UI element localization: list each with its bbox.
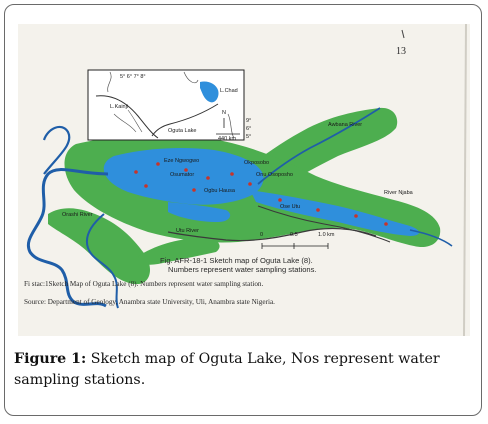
- label-onu-osoposho: Onu Osoposho: [256, 172, 293, 178]
- river-orashi: [86, 213, 119, 309]
- river-west-meander: [27, 168, 109, 308]
- scale-tick-0: 0: [260, 232, 264, 238]
- label-ose-utu: Ose Utu: [280, 204, 301, 210]
- map-caption-line-2: Numbers represent water sampling station…: [168, 265, 317, 274]
- label-eze-ngwogwo: Eze Ngwogwo: [164, 158, 200, 164]
- inset-scale-label: 440 km: [218, 136, 237, 142]
- map-scale-bar: [261, 243, 329, 249]
- inset-lake-chad: [200, 81, 219, 103]
- label-awbana-river: Awbana River: [328, 122, 363, 128]
- map-caption-line-1: Fig. AFR-18-1 Sketch map of Oguta Lake (…: [160, 256, 313, 265]
- page-number: 13: [396, 46, 406, 57]
- river-utu: [167, 227, 377, 242]
- southwest-land-area: [48, 208, 150, 285]
- inset-map-frame: [87, 69, 245, 141]
- inset-top-coords: 5° 6° 7° 8°: [120, 74, 146, 80]
- figure-caption-label: Figure 1:: [14, 351, 87, 367]
- scanned-map-image: 13 5° 6° 7° 8° L.Chad L.Kainji Oguta Lak…: [18, 24, 470, 336]
- scanned-figure-line: Fi stac:1Sketch Map of Oguta Lake (8). N…: [24, 280, 264, 288]
- oguta-lake-water: [103, 148, 264, 205]
- lake-south-lobe: [168, 202, 231, 222]
- scale-tick-1km: 1.0 km: [318, 232, 335, 238]
- southwest-land-strip: [138, 238, 220, 265]
- inset-lake-chad-label: L.Chad: [220, 88, 238, 94]
- inset-benue-river: [151, 103, 219, 137]
- scanned-source-line: Source: Department of Geology, Anambra s…: [24, 298, 275, 306]
- river-awbana: [257, 107, 381, 185]
- river-njaba-lower: [257, 205, 391, 243]
- inset-border: [107, 71, 235, 139]
- label-ogbu-hausa: Ogbu Hausa: [204, 188, 235, 194]
- label-utu-river: Utu River: [176, 228, 199, 234]
- scale-tick-half: 0.5: [290, 232, 298, 238]
- sampling-stations: [134, 162, 388, 226]
- river-njaba: [409, 229, 453, 247]
- inset-coord-6: 6°: [246, 126, 252, 132]
- figure-caption: Figure 1: Sketch map of Oguta Lake, Nos …: [14, 349, 474, 391]
- inset-lake-kainji-label: L.Kainji: [110, 104, 129, 110]
- inset-niger-river: [95, 95, 159, 139]
- label-okposobo: Okposobo: [244, 160, 270, 166]
- river-west-loop: [42, 125, 71, 175]
- inset-oguta-lake-label: Oguta Lake: [168, 128, 197, 134]
- inset-north-label: N: [222, 110, 226, 116]
- njaba-channel-water: [250, 190, 419, 236]
- figure-caption-text: Sketch map of Oguta Lake, Nos represent …: [14, 351, 440, 388]
- label-osumator: Osumator: [170, 172, 195, 178]
- inset-coord-5: 5°: [246, 134, 252, 140]
- inset-tributaries: [113, 109, 143, 133]
- oguta-lake-map: [27, 24, 467, 336]
- inset-coord-9: 9°: [246, 118, 252, 124]
- label-river-njaba: River Njaba: [384, 190, 413, 196]
- label-orashi-river: Orashi River: [62, 212, 93, 218]
